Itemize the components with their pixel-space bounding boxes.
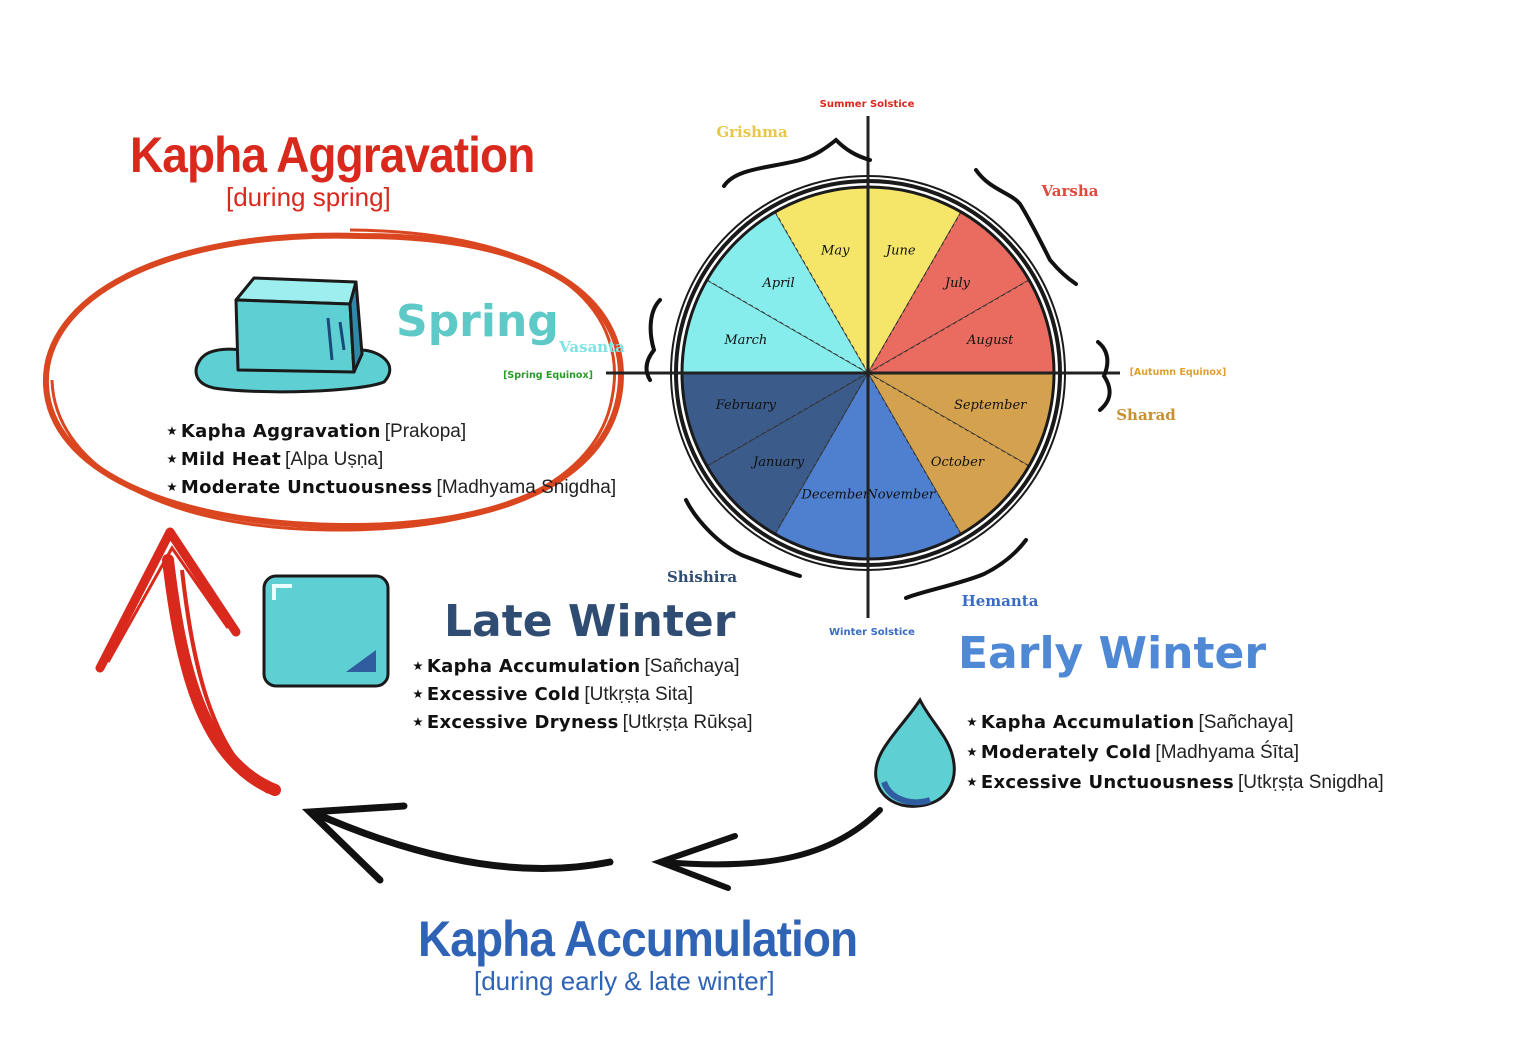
list-item: ⋆Excessive Unctuousness[Utkṛṣṭa Snigdha] [966,772,1384,793]
water-drop-icon [874,697,956,808]
season-brace [974,168,1078,286]
list-item: ⋆Excessive Dryness[Utkṛṣṭa Rūkṣa] [412,712,753,733]
season-brace [684,498,802,578]
accumulation-arrow-left [301,802,614,884]
season-brace [904,538,1028,600]
month-label: May [820,243,850,258]
month-label: June [883,243,916,258]
spring-highlight-ellipse [42,228,624,532]
aggravation-title: Kapha Aggravation [130,127,535,183]
month-label: October [931,455,985,470]
aggravation-subtitle: [during spring] [226,182,391,212]
month-label: September [954,398,1027,413]
spring-equinox-label: [Spring Equinox] [503,370,593,381]
early-winter-attributes: ⋆Kapha Accumulation[Sañchaya] ⋆Moderatel… [966,708,1384,798]
list-item: ⋆Mild Heat[Alpa Uṣṇa] [166,449,384,470]
month-label: March [723,333,767,348]
list-item: ⋆Kapha Accumulation[Sañchaya] [966,712,1294,733]
spring-attributes: ⋆Kapha Aggravation[Prakopa] ⋆Mild Heat[A… [166,418,616,502]
list-item: ⋆Moderate Unctuousness[Madhyama Snigdha] [166,477,617,498]
autumn-equinox-label: [Autumn Equinox] [1130,367,1227,378]
season-label-shishira: Shishira [667,568,737,586]
season-label-varsha: Varsha [1041,182,1099,200]
month-label: January [750,455,805,470]
month-label: August [966,333,1014,348]
season-label-vasanta: Vasanta [558,338,625,356]
summer-solstice-label: Summer Solstice [820,99,915,110]
list-item: ⋆Moderately Cold[Madhyama Śīta] [966,742,1300,763]
list-item: ⋆Kapha Accumulation[Sañchaya] [412,656,740,677]
accumulation-arrow-right [651,807,883,891]
season-brace [644,298,662,382]
month-label: December [800,488,869,503]
ice-cube-icon [262,574,390,688]
late-winter-heading: Late Winter [444,596,736,647]
late-winter-attributes: ⋆Kapha Accumulation[Sañchaya] ⋆Excessive… [412,653,752,737]
season-brace [722,137,872,188]
list-item: ⋆Excessive Cold[Utkṛṣṭa Sita] [412,684,694,705]
month-label: April [761,276,794,291]
season-label-grishma: Grishma [716,123,788,141]
list-item: ⋆Kapha Aggravation[Prakopa] [166,421,467,442]
aggravation-arrow [95,527,281,796]
month-label: July [942,276,971,291]
spring-heading: Spring [396,296,559,347]
melting-ice-icon [194,276,392,394]
season-label-sharad: Sharad [1116,406,1176,424]
season-label-hemanta: Hemanta [962,592,1039,610]
season-brace [1096,340,1112,412]
accumulation-title: Kapha Accumulation [418,911,858,967]
month-label: February [715,398,777,413]
accumulation-subtitle: [during early & late winter] [474,966,775,996]
winter-solstice-label: Winter Solstice [829,627,915,638]
month-label: November [865,488,936,503]
early-winter-heading: Early Winter [958,628,1267,679]
